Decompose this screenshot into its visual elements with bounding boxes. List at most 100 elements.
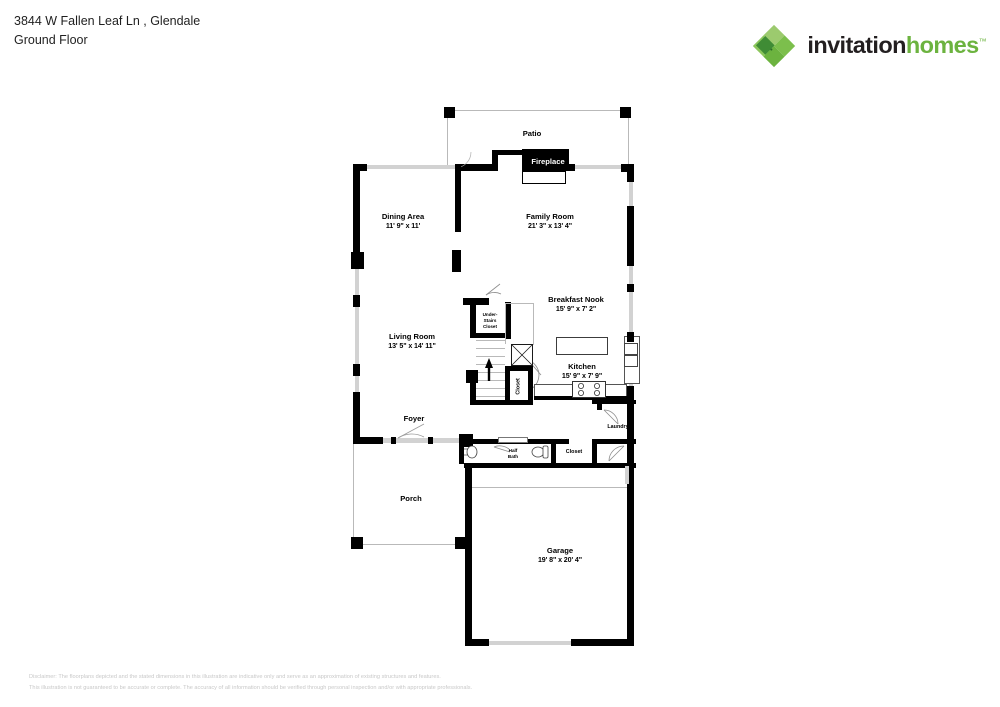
stair-tread-1 (476, 340, 505, 341)
room-label-patio: Patio (522, 129, 542, 138)
understairs-line-3: Closet (482, 323, 498, 329)
window-family-top (575, 165, 621, 169)
kitchen-counter-edge (534, 396, 628, 400)
chase-guide-left (505, 303, 506, 344)
stair-tread-6 (476, 380, 505, 381)
chase-guide-top (505, 303, 533, 304)
halfbath-line-1: Half (508, 448, 518, 453)
kitchen-island (556, 337, 608, 355)
brand-name-secondary: homes (905, 32, 979, 59)
room-label-living-room: Living Room 13' 5" x 14' 11" (388, 332, 436, 352)
window-family-right-2 (629, 266, 633, 284)
stair-tread-3 (476, 356, 505, 357)
living-name: Living Room (389, 332, 435, 341)
wall-dining-family-post (452, 250, 461, 272)
exterior-wall-right-a (627, 164, 634, 182)
patio-wall-left (447, 110, 448, 168)
trademark-symbol: ™ (978, 37, 987, 47)
wall-hall-top-right (592, 439, 636, 444)
room-label-breakfast-nook: Breakfast Nook 15' 9" x 7' 2" (548, 295, 604, 315)
wall-hall-closet-left (551, 439, 556, 468)
stair-tread-8 (476, 396, 505, 397)
exterior-wall-foyer-a (353, 437, 383, 444)
exterior-wall-right-b (627, 206, 634, 266)
patio-post-top-right (620, 107, 631, 118)
kitchen-dimensions: 15' 9" x 7' 9" (561, 372, 603, 381)
window-dining-top (367, 165, 455, 169)
garage-wall-left (465, 464, 472, 646)
window-living-left-2 (355, 307, 359, 364)
garage-window-right (625, 466, 629, 484)
patio-post-top-left (444, 107, 455, 118)
exterior-wall-right-c (627, 284, 634, 292)
disclaimer-line-1: Disclaimer: The floorplans depicted and … (29, 674, 441, 680)
property-address: 3844 W Fallen Leaf Ln , Glendale (14, 14, 201, 28)
stair-newel-post (466, 370, 478, 383)
wall-stair-closet-right (528, 366, 533, 405)
understairs-line-2: Stairs (483, 317, 497, 323)
exterior-wall-top-left-corner (353, 164, 367, 171)
fireplace-wall-ledge (492, 150, 528, 155)
family-name: Family Room (526, 212, 574, 221)
exterior-wall-foyer-c (428, 437, 433, 444)
dining-name: Dining Area (381, 212, 425, 221)
halfbath-door-panel (498, 437, 528, 443)
header-title-block: 3844 W Fallen Leaf Ln , Glendale Ground … (14, 12, 200, 50)
refrigerator-lower (624, 355, 638, 367)
garage-wall-bottom-left (465, 639, 489, 646)
room-label-half-bath: Half Bath (508, 448, 518, 460)
fireplace-box (522, 149, 569, 171)
garage-door-opening (489, 641, 571, 645)
foyer-sidelight-left (383, 438, 391, 443)
garage-slab-line (472, 487, 627, 488)
stair-tread-2 (476, 348, 505, 349)
garage-wall-right (627, 461, 634, 646)
porch-wall-left (353, 444, 354, 545)
halfbath-line-2: Bath (507, 453, 519, 459)
wall-hall-left (459, 434, 464, 464)
room-label-fireplace: Fireplace (531, 157, 565, 166)
window-family-right-1 (629, 182, 633, 206)
wall-understairs-top-left (463, 298, 489, 305)
exterior-wall-left-a (353, 164, 360, 260)
wall-dining-top-stub (361, 164, 367, 168)
exterior-wall-left-jog (351, 252, 364, 269)
window-living-left-1 (355, 269, 359, 295)
disclaimer-text: Disclaimer: The floorplans depicted and … (29, 672, 472, 694)
exterior-wall-foyer-b (391, 437, 396, 444)
room-label-dining-area: Dining Area 11' 9" x 11' (382, 212, 424, 232)
chase-guide-right (533, 303, 534, 345)
family-dimensions: 21' 3" x 13' 4" (527, 222, 573, 231)
garage-dimensions: 19' 8" x 20' 4" (537, 556, 583, 565)
wall-hall-closet-right (592, 439, 597, 468)
stair-tread-7 (476, 388, 505, 389)
exterior-wall-right-e (627, 386, 634, 461)
wall-understairs-left (470, 298, 476, 337)
wall-hall-bottom (464, 463, 636, 468)
invitation-homes-logo: invitationhomes™ (752, 24, 987, 68)
wall-dining-family-upper (455, 164, 461, 232)
wall-stair-closet-left (505, 366, 510, 405)
patio-wall-top (447, 110, 629, 111)
fireplace-hearth (522, 171, 566, 184)
room-label-garage: Garage 19' 8" x 20' 4" (538, 546, 582, 566)
wall-fridge-nook (627, 332, 634, 342)
fireplace-wall-left (492, 150, 498, 171)
kitchen-name: Kitchen (568, 362, 596, 371)
living-dimensions: 13' 5" x 14' 11" (388, 342, 436, 351)
garage-name: Garage (546, 546, 574, 555)
porch-post-bottom-right (455, 537, 467, 549)
wall-stair-closet-bottom (505, 400, 533, 405)
patio-wall-right (628, 110, 629, 168)
dining-dimensions: 11' 9" x 11' (385, 222, 421, 231)
stair-tread-5 (476, 372, 505, 373)
room-label-foyer: Foyer (403, 414, 425, 423)
exterior-wall-left-b (353, 295, 360, 307)
room-label-kitchen: Kitchen 15' 9" x 7' 9" (562, 362, 602, 382)
exterior-wall-top-b (566, 164, 575, 171)
brand-name-primary: invitation (807, 32, 906, 59)
stair-tread-4 (476, 364, 505, 365)
wall-understairs-right (505, 302, 511, 339)
wall-stair-closet-top (505, 366, 533, 371)
